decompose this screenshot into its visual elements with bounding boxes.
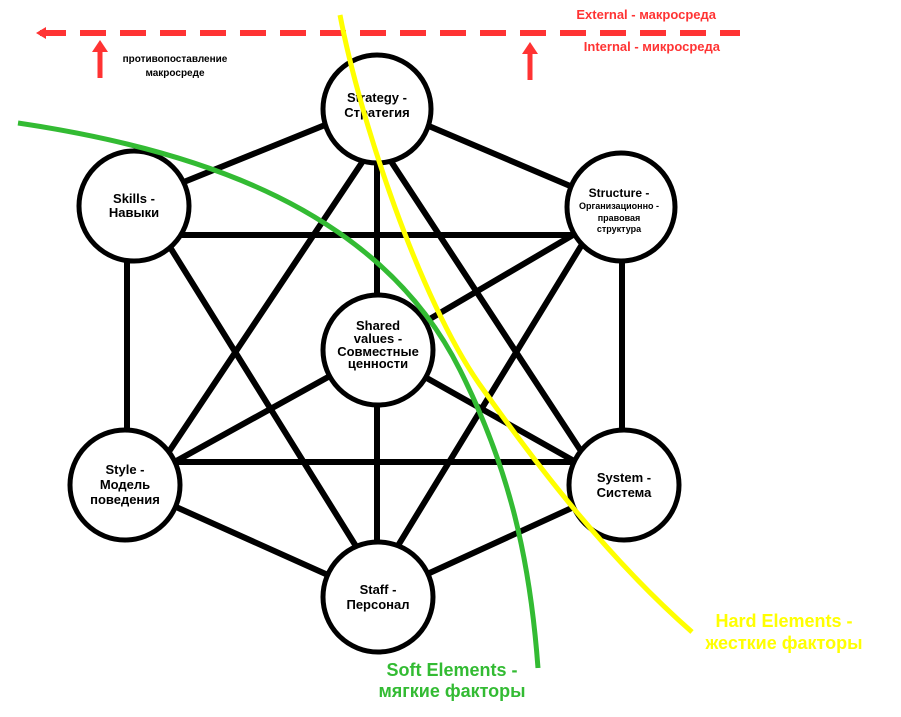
soft-elements-label-line2: мягкие факторы (378, 681, 525, 701)
hard-elements-curve (337, 14, 694, 634)
hard-elements-label-line2: жесткие факторы (705, 633, 863, 653)
up-arrow-left-icon (92, 40, 108, 52)
node-system-line2: Система (597, 485, 652, 500)
node-style-line3: поведения (90, 492, 160, 507)
node-staff-line2: Персонал (346, 597, 409, 612)
node-skills: Skills - Навыки (76, 148, 192, 264)
node-style: Style - Модель поведения (67, 427, 183, 543)
node-staff: Staff - Персонал (320, 539, 436, 655)
up-arrow-right-icon (522, 42, 538, 54)
node-structure-line3: правовая (598, 213, 641, 223)
node-system-line1: System - (597, 470, 651, 485)
node-structure: Structure - Организационно - правовая ст… (564, 150, 678, 264)
node-shared-line1: Shared (356, 318, 400, 333)
node-style-line2: Модель (100, 477, 150, 492)
node-strategy-line2: Стратегия (344, 105, 410, 120)
note-line1: противопоставление (123, 54, 228, 65)
node-structure-line1: Structure - (589, 186, 650, 200)
soft-elements-label-line1: Soft Elements - (386, 660, 517, 680)
edge-strategy-system (374, 137, 603, 483)
node-strategy: Strategy - Стратегия (320, 52, 434, 166)
node-skills-line2: Навыки (109, 205, 159, 220)
node-shared-values: Shared values - Совместные ценности (320, 292, 436, 408)
node-shared-line4: ценности (348, 356, 408, 371)
edge-skills-staff (147, 212, 380, 583)
node-skills-line1: Skills - (113, 191, 155, 206)
environment-boundary: External - макросреда Internal - микроср… (36, 7, 740, 80)
node-shared-line3: Совместные (337, 344, 419, 359)
boundary-left-arrow-icon (36, 27, 46, 39)
edge-strategy-style (147, 137, 380, 483)
hard-elements-label-line1: Hard Elements - (715, 611, 852, 631)
note-line2: макросреде (145, 68, 204, 79)
node-system: System - Система (566, 427, 682, 543)
node-structure-line4: структура (597, 224, 642, 234)
internal-label: Internal - микросреда (584, 39, 721, 54)
node-shared-line2: values - (354, 331, 402, 346)
node-style-line1: Style - (105, 462, 144, 477)
node-staff-line1: Staff - (360, 582, 397, 597)
soft-elements-curve (17, 120, 541, 669)
external-label: External - макросреда (576, 7, 716, 22)
node-structure-line2: Организационно - (579, 201, 659, 211)
